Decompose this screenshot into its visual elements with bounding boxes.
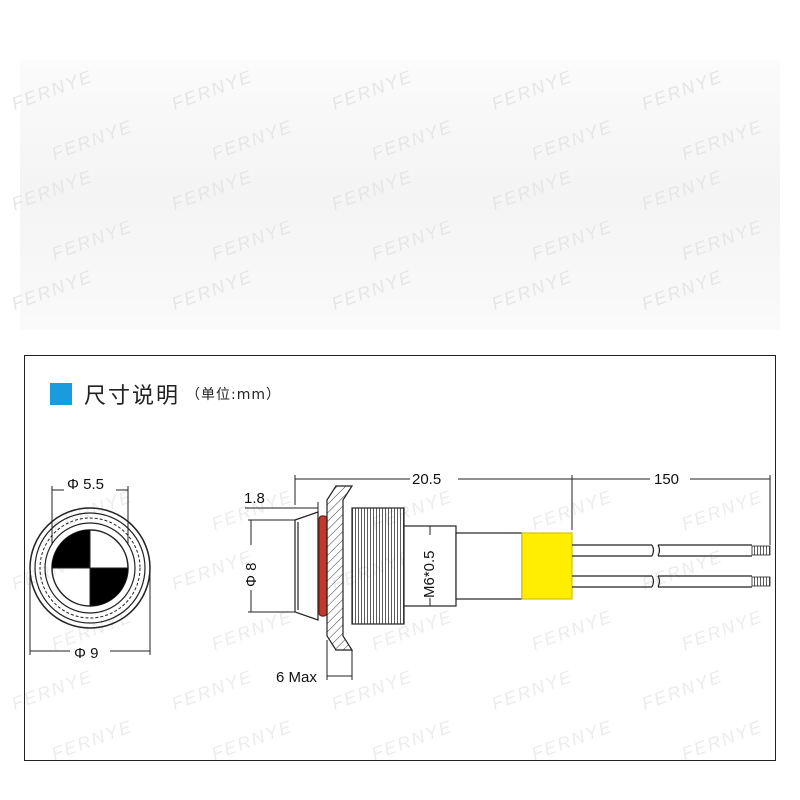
section-header: 尺寸说明 （单位:mm） [50,378,281,410]
dim-front-outer: Φ 9 [74,645,98,662]
heat-shrink-tube [521,532,573,600]
front-view [29,507,151,629]
dim-body-dia: Φ 8 [243,563,260,587]
section-title: 尺寸说明 [84,384,181,409]
dim-bezel: 1.8 [244,490,265,507]
dim-lead-length: 150 [654,471,679,488]
dim-total-length: 20.5 [412,471,441,488]
o-ring [318,515,328,617]
side-view [294,485,771,651]
dim-front-inner: Φ 5.5 [67,476,104,493]
dim-thread: M6*0.5 [421,550,438,598]
front-dims [29,486,151,655]
dim-panel-max: 6 Max [276,669,317,686]
unit-note: （单位:mm） [186,387,282,403]
watermark-band [20,60,780,330]
header-square-icon [50,383,72,405]
side-dims [245,475,771,680]
drawing-frame [24,355,776,761]
